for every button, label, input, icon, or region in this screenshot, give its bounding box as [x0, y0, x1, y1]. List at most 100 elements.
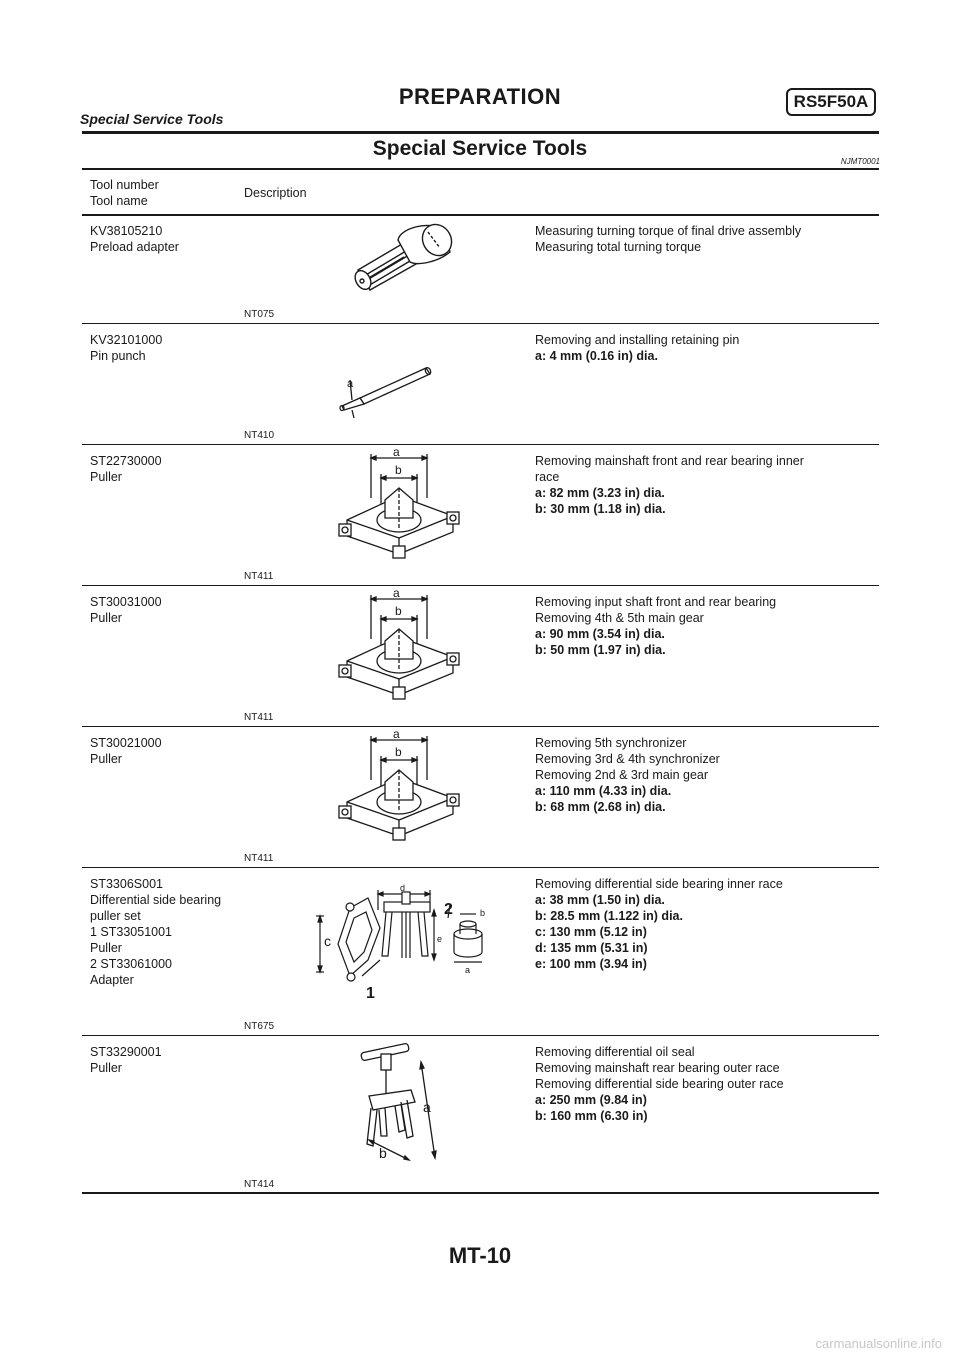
- page-header-title: PREPARATION: [398, 84, 562, 109]
- spec-line: a: 4 mm (0.16 in) dia.: [535, 349, 658, 363]
- tool-cell: ST22730000 Puller: [90, 453, 240, 485]
- pin-punch-figure: a: [339, 367, 432, 419]
- puller-figure: a b: [338, 448, 460, 559]
- tool-cell: KV38105210 Preload adapter: [90, 223, 240, 255]
- tool-number: ST30021000: [90, 736, 162, 750]
- dimension-label: a: [465, 965, 470, 975]
- tool-name: 1 ST33051001: [90, 925, 173, 939]
- description-cell: Removing differential oil seal Removing …: [535, 1044, 880, 1124]
- differential-puller-set-figure: c d e b a 2 1: [316, 883, 485, 1000]
- description-line: Removing input shaft front and rear bear…: [535, 595, 777, 609]
- description-line: Removing differential oil seal: [535, 1045, 695, 1059]
- spec-line: c: 130 mm (5.12 in): [535, 925, 647, 939]
- tool-name: Puller: [90, 941, 122, 955]
- figure-code: NT075: [244, 309, 275, 320]
- figure-code: NT411: [244, 712, 274, 723]
- description-line: Removing mainshaft rear bearing outer ra…: [535, 1061, 780, 1075]
- dimension-label: a: [393, 448, 400, 459]
- spec-line: a: 38 mm (1.50 in) dia.: [535, 893, 665, 907]
- table-header-rule: [82, 214, 879, 216]
- spec-line: a: 82 mm (3.23 in) dia.: [535, 486, 665, 500]
- page-header-subtitle: Special Service Tools: [80, 111, 224, 127]
- row-divider: [82, 867, 879, 868]
- dimension-label: a: [393, 730, 400, 741]
- table-bottom-rule: [82, 1192, 879, 1194]
- tool-cell: ST30031000 Puller: [90, 594, 240, 626]
- tool-number: ST3306S001: [90, 877, 163, 891]
- tool-name: Puller: [90, 752, 122, 766]
- tool-name: Pin punch: [90, 349, 146, 363]
- column-header-description: Description: [244, 186, 307, 200]
- dimension-label: b: [480, 908, 485, 918]
- puller-figure: a b: [338, 730, 460, 841]
- dimension-label: b: [395, 604, 402, 618]
- description-line: Removing differential side bearing outer…: [535, 1077, 784, 1091]
- spec-line: b: 28.5 mm (1.122 in) dia.: [535, 909, 683, 923]
- dimension-label: a: [347, 378, 354, 390]
- dimension-label: d: [400, 883, 405, 893]
- puller-figure: a b: [338, 589, 460, 700]
- description-cell: Measuring turning torque of final drive …: [535, 223, 880, 255]
- tool-name: Puller: [90, 1061, 122, 1075]
- description-cell: Removing input shaft front and rear bear…: [535, 594, 880, 658]
- tool-name: 2 ST33061000: [90, 957, 173, 971]
- row-divider: [82, 444, 879, 445]
- tool-number: ST33290001: [90, 1045, 162, 1059]
- preload-adapter-figure: [354, 223, 453, 291]
- description-line: Measuring total turning torque: [535, 240, 702, 254]
- tool-number: ST22730000: [90, 454, 162, 468]
- spec-line: b: 160 mm (6.30 in): [535, 1109, 648, 1123]
- description-line: Removing 3rd & 4th synchronizer: [535, 752, 720, 766]
- description-line: Removing differential side bearing inner…: [535, 877, 783, 891]
- description-line: Removing 2nd & 3rd main gear: [535, 768, 709, 782]
- tool-name: Adapter: [90, 973, 134, 987]
- tool-cell: ST30021000 Puller: [90, 735, 240, 767]
- tool-name: Puller: [90, 611, 122, 625]
- page-number: MT-10: [448, 1243, 512, 1268]
- spec-line: b: 68 mm (2.68 in) dia.: [535, 800, 666, 814]
- puller-figure: a b: [360, 1043, 437, 1162]
- model-badge: RS5F50A: [786, 88, 876, 116]
- figure-code: NT414: [244, 1179, 275, 1190]
- description-line: Measuring turning torque of final drive …: [535, 224, 802, 238]
- tool-cell: ST33290001 Puller: [90, 1044, 240, 1076]
- description-line: Removing 5th synchronizer: [535, 736, 687, 750]
- tool-number: ST30031000: [90, 595, 162, 609]
- row-divider: [82, 323, 879, 324]
- row-divider: [82, 726, 879, 727]
- description-line: race: [535, 470, 560, 484]
- dimension-label: a: [393, 589, 400, 600]
- description-line: Removing and installing retaining pin: [535, 333, 740, 347]
- tool-number: KV32101000: [90, 333, 163, 347]
- description-line: Removing 4th & 5th main gear: [535, 611, 704, 625]
- tool-name: Preload adapter: [90, 240, 179, 254]
- figure-code: NT675: [244, 1021, 275, 1032]
- dimension-label: b: [395, 745, 402, 759]
- figure-code: NT411: [244, 853, 274, 864]
- tool-cell: KV32101000 Pin punch: [90, 332, 240, 364]
- tool-cell: ST3306S001 Differential side bearing pul…: [90, 876, 240, 988]
- header-rule: [82, 131, 879, 134]
- watermark: carmanualsonline.info: [815, 1336, 942, 1351]
- tool-number: KV38105210: [90, 224, 163, 238]
- spec-line: a: 90 mm (3.54 in) dia.: [535, 627, 665, 641]
- dimension-label: e: [437, 934, 442, 944]
- spec-line: d: 135 mm (5.31 in): [535, 941, 648, 955]
- figure-code: NT410: [244, 430, 275, 441]
- spec-line: a: 250 mm (9.84 in): [535, 1093, 647, 1107]
- dimension-label: b: [395, 463, 402, 477]
- section-title: Special Service Tools: [372, 137, 588, 160]
- section-code: NJMT0001: [840, 157, 880, 166]
- row-divider: [82, 1035, 879, 1036]
- description-cell: Removing differential side bearing inner…: [535, 876, 880, 972]
- part-number-label: 2: [444, 901, 453, 918]
- dimension-label: c: [324, 933, 331, 949]
- tool-name: Differential side bearing: [90, 893, 222, 907]
- tool-name: puller set: [90, 909, 141, 923]
- dimension-label: a: [423, 1099, 431, 1115]
- section-rule: [82, 168, 879, 170]
- spec-line: b: 30 mm (1.18 in) dia.: [535, 502, 666, 516]
- description-cell: Removing 5th synchronizer Removing 3rd &…: [535, 735, 880, 815]
- row-divider: [82, 585, 879, 586]
- dimension-label: b: [379, 1145, 387, 1161]
